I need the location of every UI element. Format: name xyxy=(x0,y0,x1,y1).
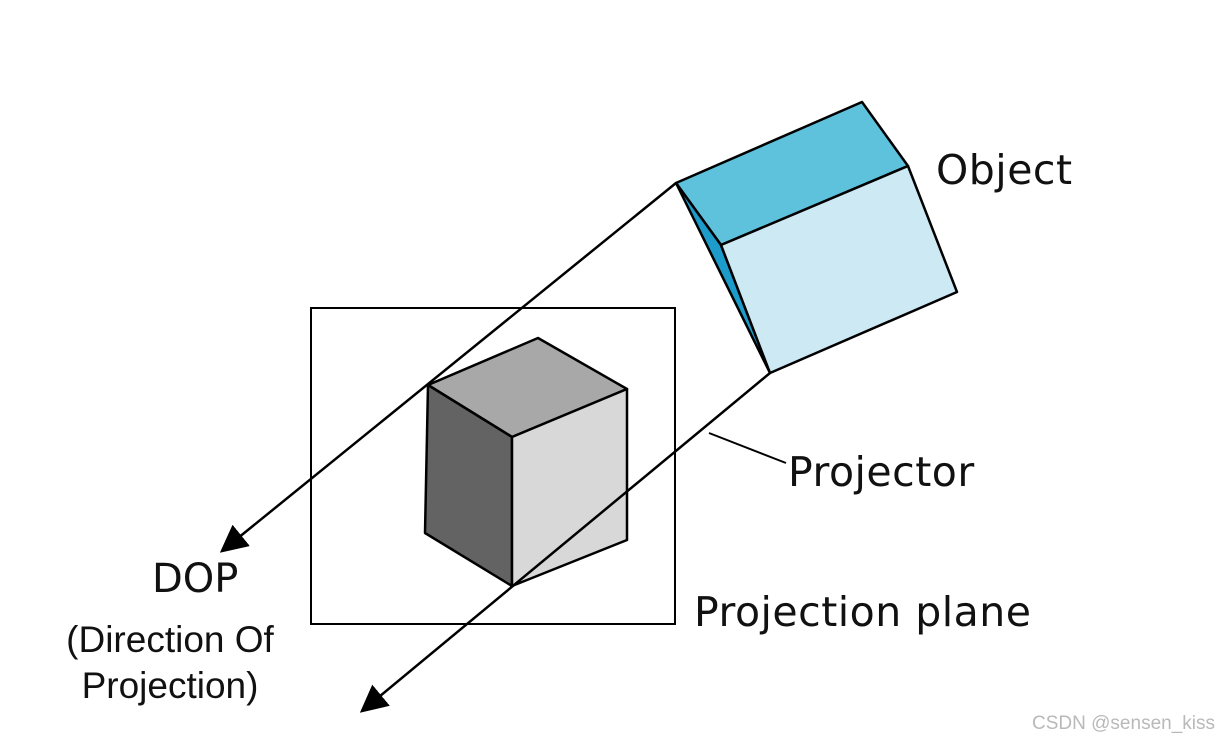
projector-line-lower xyxy=(359,372,771,713)
dop-label: DOP xyxy=(152,556,239,602)
object-front-face xyxy=(719,164,959,375)
dop-description-line-1: (Direction Of xyxy=(66,619,274,660)
object-box xyxy=(674,100,959,375)
projection-plane xyxy=(310,307,676,625)
projector-leader-line xyxy=(708,432,787,464)
image-cube-right-face xyxy=(510,387,629,588)
watermark: CSDN @sensen_kiss xyxy=(1032,713,1215,734)
dop-description-line-2: Projection) xyxy=(81,665,259,706)
projector-line-upper xyxy=(219,182,677,553)
object-label: Object xyxy=(936,146,1073,194)
projector-label: Projector xyxy=(788,448,975,496)
dop-description: (Direction Of Projection) xyxy=(55,617,285,709)
projected-image-cube xyxy=(423,336,629,588)
projection-plane-label: Projection plane xyxy=(694,588,1032,636)
